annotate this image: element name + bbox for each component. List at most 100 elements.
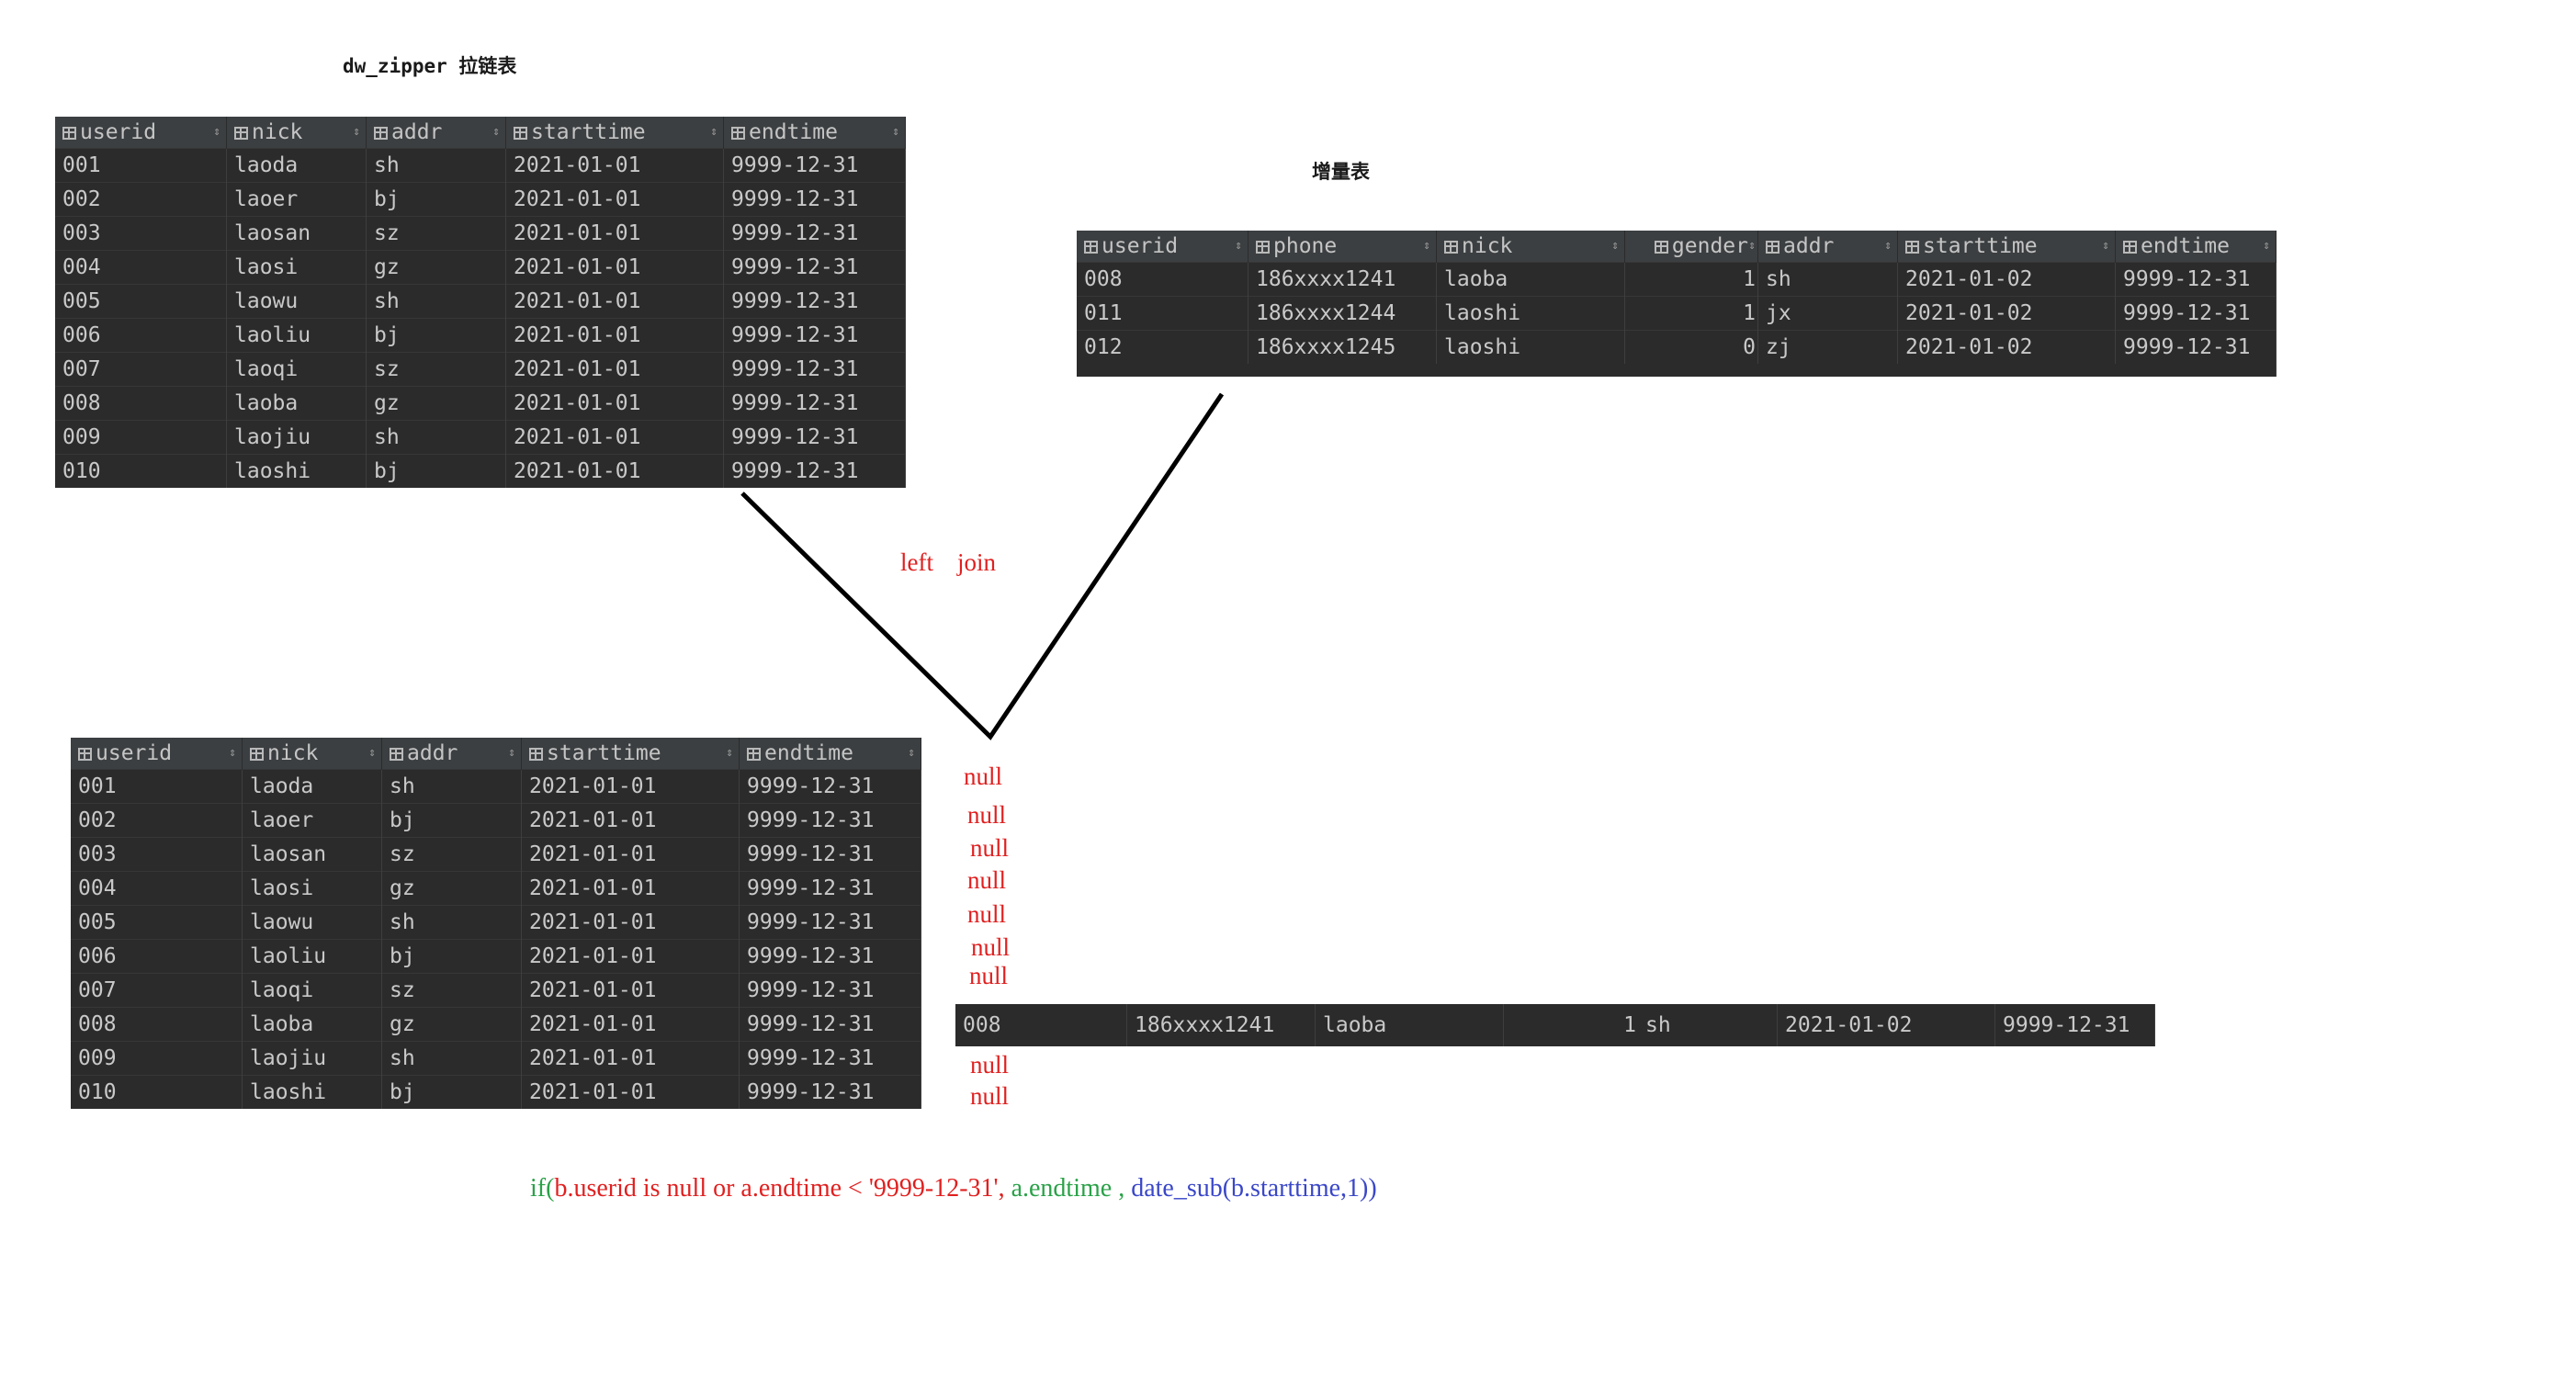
sort-icon[interactable]: ⇕	[213, 125, 220, 139]
cell: 2021-01-01	[521, 871, 740, 906]
sort-icon[interactable]: ⇕	[2102, 239, 2109, 253]
column-header-userid[interactable]: userid⇕	[1077, 231, 1248, 263]
column-icon	[62, 127, 76, 140]
cell: 9999-12-31	[2115, 262, 2277, 297]
sort-icon[interactable]: ⇕	[726, 746, 733, 760]
cell: sh	[381, 1041, 522, 1076]
null-marker: null	[967, 801, 1007, 829]
sort-icon[interactable]: ⇕	[229, 746, 236, 760]
sort-icon[interactable]: ⇕	[368, 746, 376, 760]
column-header-endtime[interactable]: endtime⇕	[2115, 231, 2277, 263]
cell: gz	[381, 1007, 522, 1042]
column-icon	[1905, 241, 1919, 254]
formula-false-branch: date_sub(b.starttime,1)	[1131, 1174, 1369, 1203]
cell: gz	[366, 250, 506, 285]
cell: laoshi	[242, 1075, 382, 1109]
column-header-starttime[interactable]: starttime⇕	[521, 738, 740, 770]
sort-icon[interactable]: ⇕	[1884, 239, 1892, 253]
column-icon	[1444, 241, 1458, 254]
column-header-userid[interactable]: userid⇕	[71, 738, 243, 770]
cell: 006	[71, 939, 243, 974]
cell: 9999-12-31	[723, 148, 906, 183]
sort-icon[interactable]: ⇕	[1235, 239, 1242, 253]
sort-icon[interactable]: ⇕	[492, 125, 500, 139]
column-header-nick[interactable]: nick⇕	[1436, 231, 1625, 263]
cell: bj	[366, 454, 506, 488]
cell: laoba	[242, 1007, 382, 1042]
column-icon	[1766, 241, 1779, 254]
cell: 2021-01-01	[521, 837, 740, 872]
cell: 008	[71, 1007, 243, 1042]
null-marker: null	[971, 933, 1011, 961]
column-header-addr[interactable]: addr⇕	[1757, 231, 1898, 263]
column-header-gender[interactable]: gender⇕	[1624, 231, 1758, 263]
result-header-row: userid⇕ nick⇕ addr⇕ starttime⇕ endtime⇕	[71, 738, 921, 770]
column-header-starttime[interactable]: starttime⇕	[505, 117, 724, 149]
cell: laosan	[242, 837, 382, 872]
sort-icon[interactable]: ⇕	[2263, 239, 2270, 253]
join-line	[740, 392, 1225, 740]
column-header-nick[interactable]: nick⇕	[242, 738, 382, 770]
column-header-endtime[interactable]: endtime⇕	[723, 117, 906, 149]
cell: 0	[1624, 330, 1758, 364]
sort-icon[interactable]: ⇕	[1611, 239, 1619, 253]
endtime-formula: if(b.userid is null or a.endtime < '9999…	[530, 1174, 1377, 1203]
cell: 9999-12-31	[739, 1007, 921, 1042]
table-row[interactable]: 008 186xxxx1241 laoba 1 sh 2021-01-02 99…	[955, 1004, 2155, 1046]
cell: laoda	[226, 148, 367, 183]
table-footer-space	[1077, 364, 2277, 377]
cell: bj	[381, 1075, 522, 1109]
cell: laojiu	[242, 1041, 382, 1076]
sort-icon[interactable]: ⇕	[353, 125, 360, 139]
cell: 9999-12-31	[2115, 296, 2277, 331]
cell: 2021-01-01	[521, 939, 740, 974]
column-header-addr[interactable]: addr⇕	[366, 117, 506, 149]
cell: 010	[55, 454, 227, 488]
cell: 186xxxx1241	[1248, 262, 1437, 297]
sort-icon[interactable]: ⇕	[710, 125, 717, 139]
cell: laoba	[1436, 262, 1625, 297]
column-header-userid[interactable]: userid⇕	[55, 117, 227, 149]
cell: 9999-12-31	[723, 454, 906, 488]
sort-icon[interactable]: ⇕	[1423, 239, 1430, 253]
cell: 9999-12-31	[739, 803, 921, 838]
cell: bj	[381, 803, 522, 838]
column-header-starttime[interactable]: starttime⇕	[1897, 231, 2116, 263]
cell: 2021-01-01	[521, 1007, 740, 1042]
incremental-table-caption: 增量表	[1312, 161, 1370, 183]
sort-icon[interactable]: ⇕	[892, 125, 899, 139]
cell: 2021-01-02	[1777, 1004, 1995, 1046]
column-header-endtime[interactable]: endtime⇕	[739, 738, 921, 770]
column-header-nick[interactable]: nick⇕	[226, 117, 367, 149]
sort-icon[interactable]: ⇕	[1748, 239, 1756, 253]
column-header-addr[interactable]: addr⇕	[381, 738, 522, 770]
cell: 006	[55, 318, 227, 353]
cell: bj	[381, 939, 522, 974]
sort-icon[interactable]: ⇕	[908, 746, 915, 760]
sort-icon[interactable]: ⇕	[508, 746, 515, 760]
column-header-phone[interactable]: phone⇕	[1248, 231, 1437, 263]
